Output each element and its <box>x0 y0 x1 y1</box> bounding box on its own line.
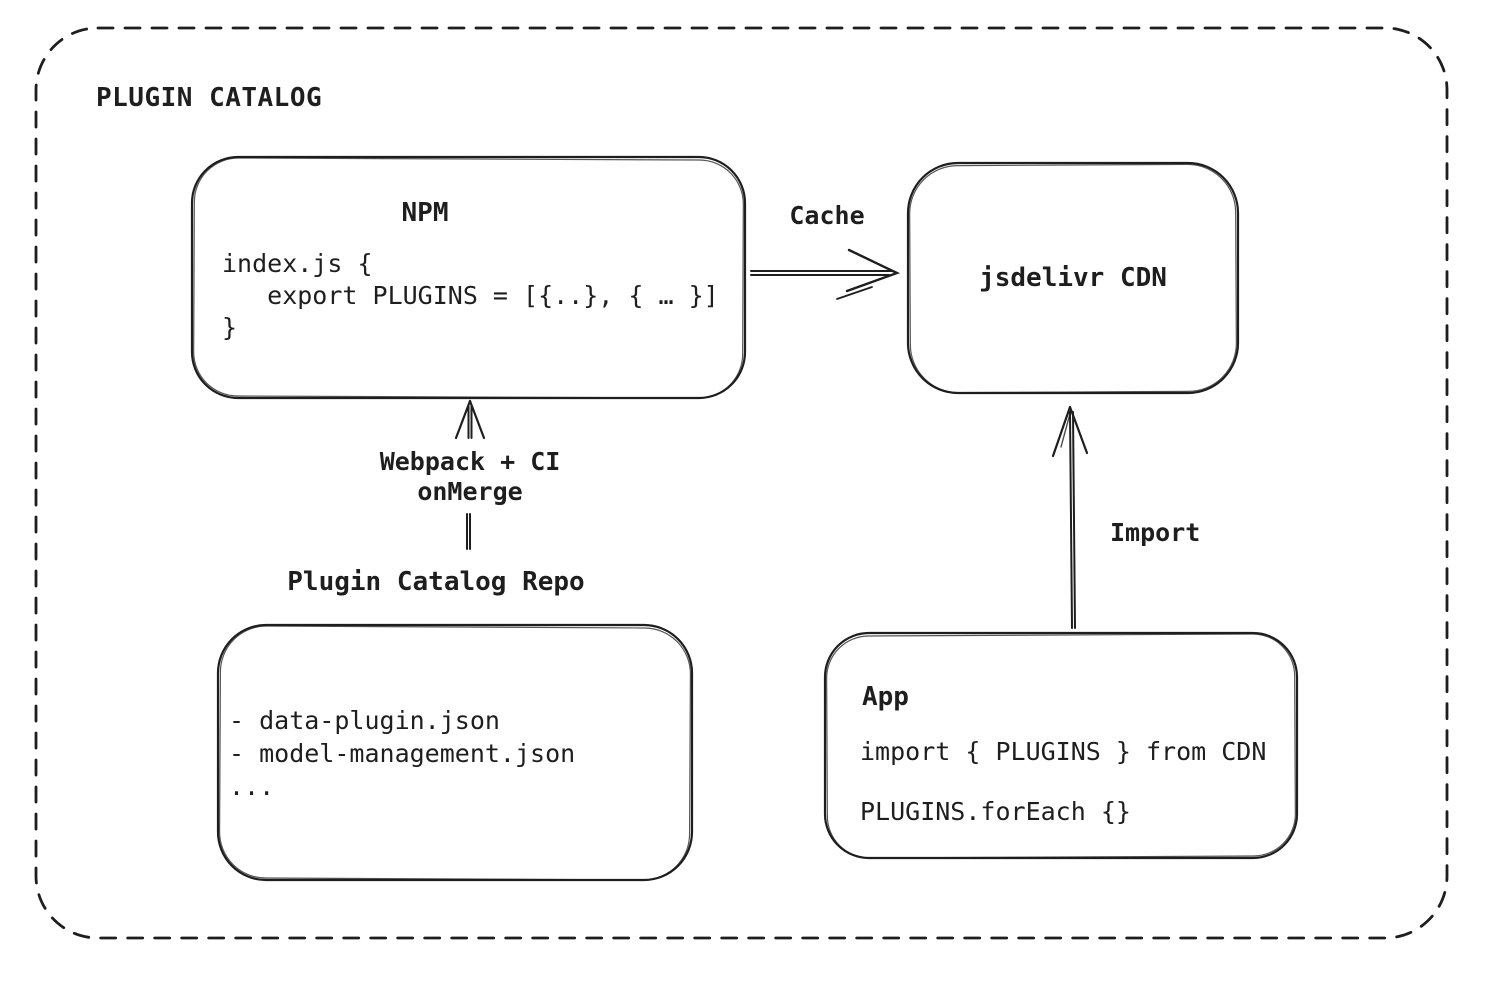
npm-node-title: NPM <box>401 198 449 228</box>
repo-node-label: Plugin Catalog Repo <box>287 567 585 597</box>
npm-code-line-2: export PLUGINS = [{..}, { … }] <box>222 281 719 310</box>
app-code-line-1: import { PLUGINS } from CDN <box>860 737 1267 766</box>
repo-box-shape <box>218 625 692 880</box>
npm-box-shape <box>192 157 745 398</box>
app-node-title: App <box>862 682 909 712</box>
cache-arrow <box>751 250 897 299</box>
cdn-node-title: jsdelivr CDN <box>979 263 1167 293</box>
cdn-box-shape <box>908 163 1238 393</box>
repo-item-2: - model-management.json <box>229 739 576 768</box>
npm-code-line-3: } <box>222 313 238 342</box>
app-code-line-2: PLUGINS.forEach {} <box>860 797 1131 826</box>
npm-code-line-1: index.js { <box>222 249 373 278</box>
cache-arrow-label: Cache <box>789 201 865 230</box>
repo-item-1: - data-plugin.json <box>229 706 500 735</box>
import-arrow <box>1053 407 1087 628</box>
import-arrow-label: Import <box>1110 518 1201 547</box>
build-arrow-label-line2: onMerge <box>417 477 523 506</box>
build-connector-line <box>467 514 470 549</box>
repo-item-3: ... <box>229 772 275 801</box>
build-arrow-label-line1: Webpack + CI <box>379 447 561 476</box>
app-box-shape <box>825 633 1297 858</box>
diagram-title: PLUGIN CATALOG <box>96 83 323 113</box>
build-arrow <box>456 401 484 438</box>
